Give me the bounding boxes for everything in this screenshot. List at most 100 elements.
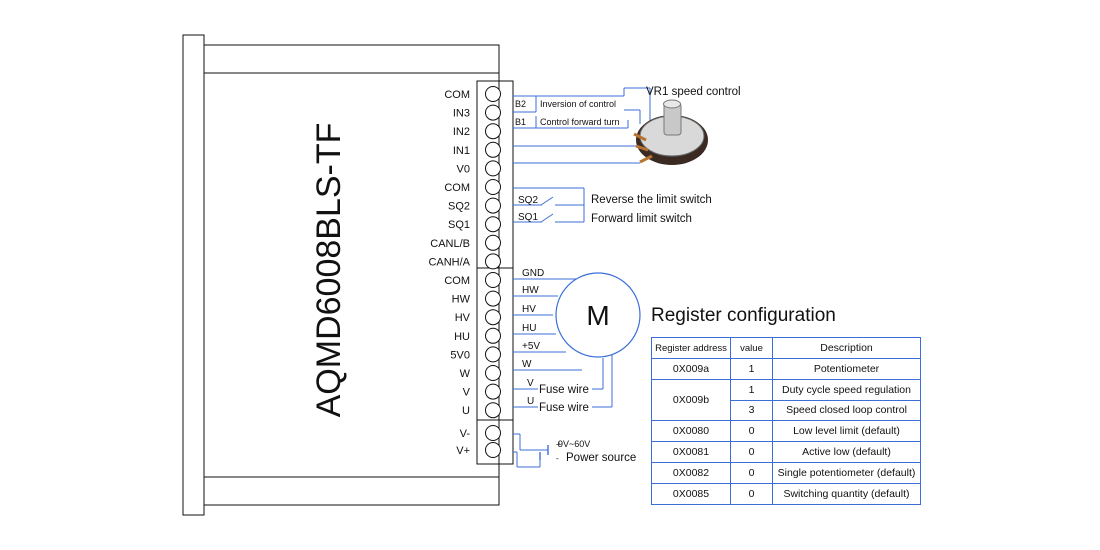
terminal-screw (485, 179, 501, 195)
power-minus: - (556, 454, 559, 463)
terminal-label: HU (454, 331, 470, 343)
terminal-screw (485, 216, 501, 233)
table-row: 0X0081 0 Active low (default) (651, 441, 921, 463)
cell-description: Switching quantity (default) (772, 482, 921, 505)
motor-wire-label: HW (522, 285, 539, 296)
terminal-screw (485, 346, 501, 363)
motor-wire-labels: GND HW HV HU +5V WVU (522, 268, 544, 407)
terminal-label: COM (444, 182, 470, 194)
terminal-label: IN3 (453, 108, 470, 120)
header-description: Description (772, 337, 921, 359)
terminal-label: SQ2 (448, 201, 470, 213)
terminal-screw (485, 442, 501, 458)
terminal-screw (485, 123, 501, 140)
power-plus: + (556, 440, 561, 449)
table-row: 0X0082 0 Single potentiometer (default) (651, 461, 921, 484)
terminal-label: V0 (457, 163, 470, 175)
motor-wire-label: HU (522, 323, 536, 334)
motor-wire-label: +5V (522, 341, 540, 352)
cell-value: 1 (730, 378, 773, 401)
terminal-screw (485, 160, 501, 177)
cell-address: 0X009b (651, 378, 731, 422)
wiring (513, 87, 651, 468)
terminal-screw (485, 327, 501, 344)
motor-wire-label: U (527, 396, 534, 407)
register-table: Register address value Description 0X009… (651, 337, 921, 505)
terminal-label: V- (460, 428, 471, 440)
header-address: Register address (651, 337, 731, 359)
power-source-symbol (539, 445, 549, 460)
terminal-label: COM (444, 275, 470, 287)
sq1-tag: SQ1 (518, 212, 538, 223)
terminal-label: HV (455, 312, 471, 324)
terminal-screw (485, 402, 501, 419)
cell-address: 0X0080 (651, 420, 731, 443)
device-model-label: AQMD6008BLS-TF (310, 123, 348, 418)
potentiometer-icon (633, 99, 708, 165)
terminal-screw (485, 272, 501, 288)
header-value: value (730, 337, 773, 359)
cell-address: 0X0085 (651, 482, 731, 505)
terminal-screw (485, 253, 501, 270)
terminal-screw (485, 383, 501, 400)
table-row: 0X009a 1 Potentiometer (651, 358, 921, 380)
power-label: Power source (566, 452, 636, 464)
table-row: 0X0085 0 Switching quantity (default) (651, 482, 921, 505)
cell-description: Single potentiometer (default) (772, 461, 921, 484)
terminal-label: SQ1 (448, 219, 470, 231)
pot-b1-tag: B1 (515, 117, 526, 127)
terminal-screw (485, 141, 501, 158)
terminal-labels: COMIN3IN2IN1V0COMSQ2SQ1CANL/BCANH/ACOMHW… (428, 89, 470, 457)
terminal-screw (485, 290, 501, 307)
pot-b2-tag: B2 (515, 99, 526, 109)
terminal-label: V (463, 387, 471, 399)
cell-value: 3 (730, 399, 773, 422)
register-title: Register configuration (651, 305, 836, 326)
motor-wire-label: HV (522, 304, 536, 315)
motor-wire-label: V (527, 378, 534, 389)
cell-value: 0 (730, 461, 773, 484)
motor-symbol (555, 272, 641, 358)
terminal-screw (485, 197, 501, 214)
terminal-label: COM (444, 89, 470, 101)
sq2-tag: SQ2 (518, 195, 538, 206)
terminal-label: 5V0 (450, 349, 470, 361)
terminal-screw (485, 365, 501, 381)
cell-description: Active low (default) (772, 441, 921, 463)
cell-description: Speed closed loop control (772, 399, 921, 422)
pot-b2-label: Inversion of control (540, 99, 616, 109)
cell-value: 0 (730, 441, 773, 463)
terminal-label: V+ (456, 445, 470, 457)
terminal-label: W (460, 368, 471, 380)
fuse-label-v: Fuse wire (539, 384, 589, 396)
cell-value: 0 (730, 420, 773, 443)
terminal-label: IN1 (453, 145, 470, 157)
table-row: 3 Speed closed loop control (652, 399, 921, 422)
register-header-row: Register address value Description (651, 337, 921, 359)
terminal-label: IN2 (453, 126, 470, 138)
cell-address: 0X0082 (651, 461, 731, 484)
cell-value: 1 (730, 358, 773, 380)
fuse-label-u: Fuse wire (539, 402, 589, 414)
cell-description: Potentiometer (772, 358, 921, 380)
cell-address: 0X0081 (651, 441, 731, 463)
pot-title: VR1 speed control (646, 86, 741, 98)
terminal-screw (485, 234, 501, 251)
terminal-label: CANH/A (428, 256, 470, 268)
cell-description: Low level limit (default) (772, 420, 921, 443)
terminal-label: HW (452, 294, 471, 306)
cell-value: 0 (730, 482, 773, 505)
pot-b1-label: Control forward turn (540, 117, 620, 127)
table-row: 0X0080 0 Low level limit (default) (651, 420, 921, 443)
power-range: 9V~60V (558, 439, 590, 449)
motor-wire-label: W (522, 359, 532, 370)
motor-label: M (586, 300, 609, 331)
terminal-screws (485, 86, 501, 458)
sq2-label: Reverse the limit switch (591, 194, 712, 206)
motor-wire-label: GND (522, 268, 544, 279)
terminal-label: CANL/B (430, 238, 470, 250)
cell-address: 0X009a (651, 358, 731, 380)
sq1-label: Forward limit switch (591, 213, 692, 225)
terminal-screw (485, 104, 501, 121)
terminal-screw (485, 425, 501, 441)
